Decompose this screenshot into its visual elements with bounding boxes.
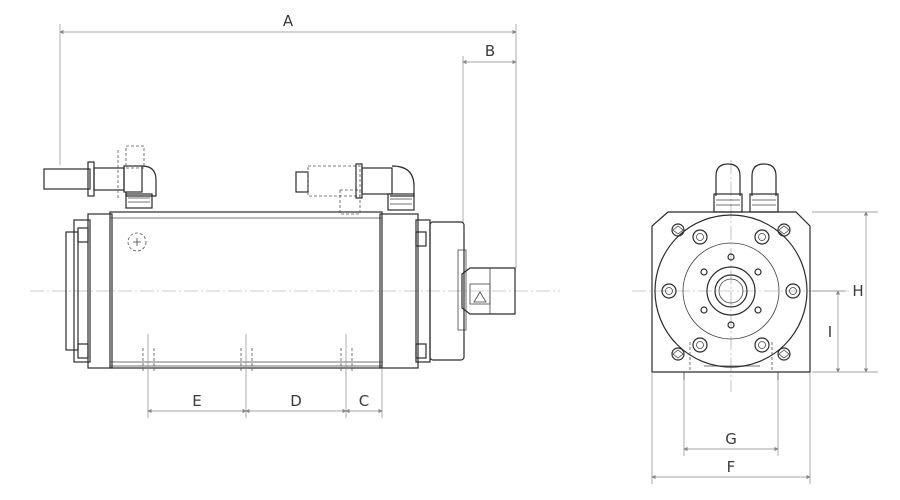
hub-outer — [706, 266, 756, 316]
label-e: E — [192, 392, 201, 410]
label-c: C — [359, 392, 369, 410]
right-hose — [295, 171, 309, 193]
side-view: A B E D C — [30, 12, 560, 418]
dimension-a — [59, 24, 517, 268]
rear-bolt-top — [77, 227, 89, 243]
dimension-g — [683, 380, 779, 456]
dimension-edc — [147, 334, 383, 418]
bolt-circle-ring — [682, 242, 780, 340]
front-view: H I G F — [632, 160, 878, 484]
front-flange — [429, 221, 465, 361]
dimension-f — [651, 372, 811, 484]
front-top-fittings — [713, 163, 779, 213]
rear-end-block — [87, 213, 113, 369]
label-g: G — [725, 430, 737, 448]
right-air-fitting — [295, 163, 415, 215]
hub-holes — [700, 253, 762, 329]
label-h: H — [852, 282, 863, 300]
rear-cap — [73, 219, 91, 363]
label-d: D — [290, 392, 302, 410]
output-shaft — [461, 267, 516, 315]
label-a: A — [283, 12, 294, 30]
left-air-fitting — [43, 145, 157, 209]
dimension-b — [462, 56, 517, 222]
label-i: I — [828, 323, 832, 341]
front-flange-circle — [654, 214, 808, 368]
screw-symbol — [127, 232, 147, 252]
front-end-block — [379, 213, 419, 369]
label-b: B — [485, 42, 495, 60]
label-f: F — [727, 458, 736, 476]
left-hose — [43, 168, 91, 190]
flange-bolts — [661, 229, 801, 353]
front-bolt-top — [415, 231, 427, 247]
dimension-i — [812, 290, 846, 373]
mounting-holes-hidden — [142, 348, 353, 372]
hub-inner — [714, 274, 748, 308]
rear-flange — [65, 231, 79, 351]
front-bolt-bottom — [415, 343, 427, 359]
dimension-h — [812, 211, 878, 373]
rear-bolt-bottom — [77, 343, 89, 359]
